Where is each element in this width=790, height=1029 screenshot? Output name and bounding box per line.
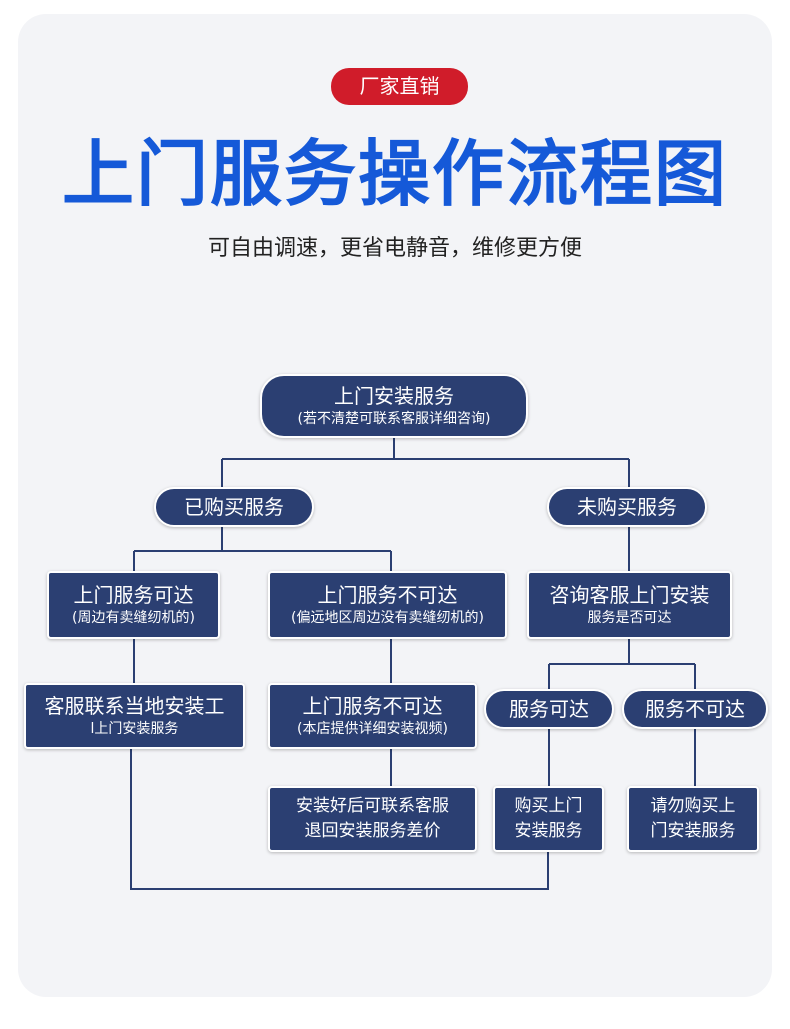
root-node-title: 上门安装服务: [334, 384, 454, 408]
contact-installer-node: 客服联系当地安装工 l上门安装服务: [24, 683, 245, 749]
dont-buy-line-1: 请勿购买上: [650, 796, 736, 816]
unreachable-video-note: (本店提供详细安装视频): [297, 721, 448, 737]
unreachable-title: 上门服务不可达: [317, 583, 458, 607]
buy-service-node: 购买上门 安装服务: [493, 786, 604, 852]
dont-buy-line-2: 门安装服务: [650, 821, 736, 841]
reachable-node: 上门服务可达 (周边有卖缝纫机的): [47, 571, 220, 639]
unreachable-video-title: 上门服务不可达: [302, 694, 443, 718]
reachable-note: (周边有卖缝纫机的): [72, 610, 195, 626]
consult-title: 咨询客服上门安装: [549, 583, 710, 607]
connector-bottom-loop: [130, 748, 549, 890]
buy-service-line-2: 安装服务: [514, 821, 583, 841]
consult-note: 服务是否可达: [587, 610, 672, 626]
reachable-title: 上门服务可达: [73, 583, 194, 607]
purchased-node: 已购买服务: [154, 487, 314, 527]
connector-root-to-branches: [221, 435, 630, 489]
root-node-note: (若不清楚可联系客服详细咨询): [297, 411, 491, 427]
service-ok-label: 服务可达: [509, 697, 589, 721]
contact-installer-title: 客服联系当地安装工: [44, 694, 225, 718]
connector-consult-to-outcomes: [548, 638, 696, 692]
page-subtitle: 可自由调速，更省电静音，维修更方便: [207, 236, 582, 261]
buy-service-line-1: 购买上门: [514, 796, 583, 816]
factory-direct-badge: 厂家直销: [331, 68, 468, 105]
service-ok-node: 服务可达: [484, 689, 614, 729]
not-purchased-label: 未购买服务: [577, 495, 677, 519]
dont-buy-node: 请勿购买上 门安装服务: [627, 786, 759, 852]
unreachable-node: 上门服务不可达 (偏远地区周边没有卖缝纫机的): [268, 571, 507, 639]
unreachable-video-node: 上门服务不可达 (本店提供详细安装视频): [268, 683, 477, 749]
refund-line-1: 安装好后可联系客服: [296, 796, 449, 816]
refund-node: 安装好后可联系客服 退回安装服务差价: [268, 786, 477, 852]
unreachable-note: (偏远地区周边没有卖缝纫机的): [291, 610, 484, 626]
contact-installer-note: l上门安装服务: [90, 721, 179, 737]
refund-line-2: 退回安装服务差价: [304, 821, 441, 841]
service-no-node: 服务不可达: [622, 689, 768, 729]
not-purchased-node: 未购买服务: [547, 487, 707, 527]
page-title: 上门服务操作流程图: [61, 132, 728, 216]
root-node: 上门安装服务 (若不清楚可联系客服详细咨询): [260, 374, 528, 438]
consult-node: 咨询客服上门安装 服务是否可达: [527, 571, 732, 639]
service-no-label: 服务不可达: [645, 697, 745, 721]
connector-purchased-to-options: [133, 524, 392, 574]
purchased-label: 已购买服务: [184, 495, 284, 519]
